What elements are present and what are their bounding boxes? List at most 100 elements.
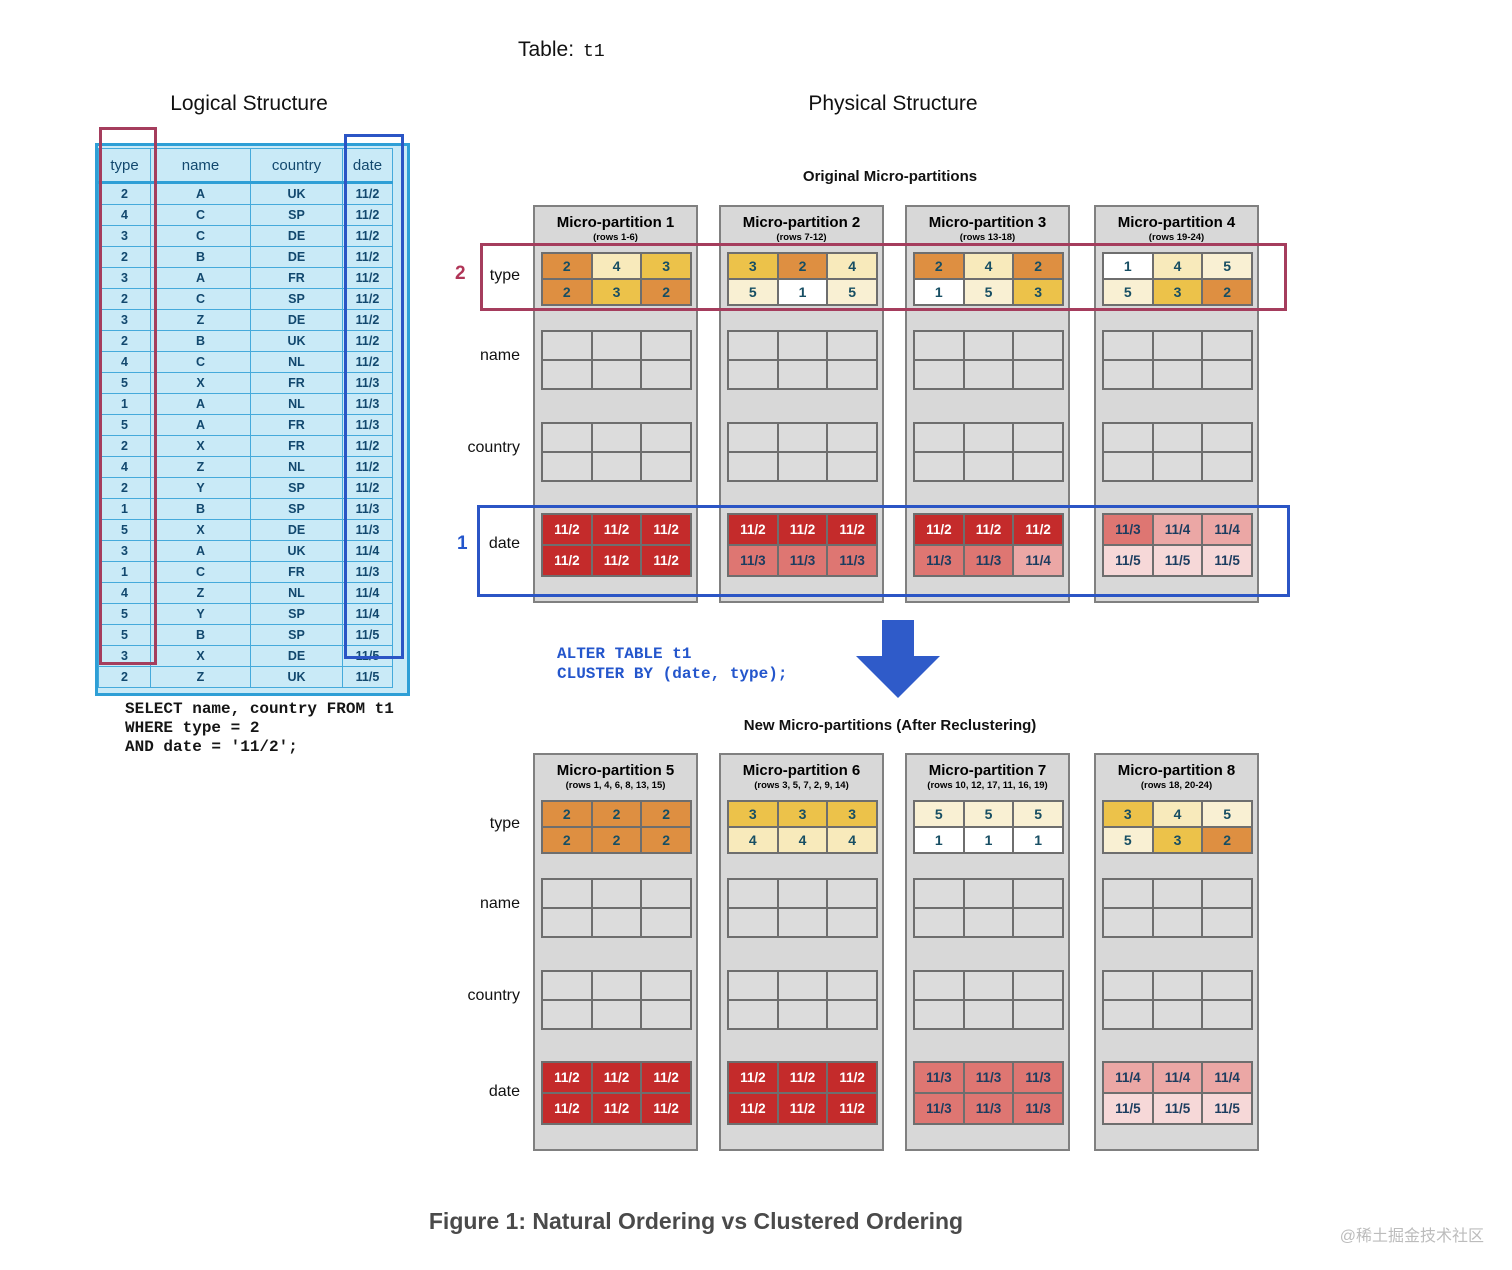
empty-cell <box>543 972 591 999</box>
table-cell: 5 <box>98 519 151 541</box>
type-cell: 5 <box>1104 828 1152 852</box>
table-cell: 11/3 <box>342 519 393 541</box>
type-cell: 3 <box>729 802 777 826</box>
empty-cell <box>642 909 690 936</box>
table-cell: SP <box>250 477 343 499</box>
table-cell: 3 <box>98 225 151 247</box>
type-cell: 2 <box>1203 280 1251 304</box>
country-grid <box>913 970 1064 1030</box>
date-cell: 11/3 <box>1014 1063 1062 1092</box>
empty-cell <box>828 453 876 480</box>
empty-cell <box>543 1001 591 1028</box>
date-cell: 11/3 <box>828 546 876 575</box>
table-cell: B <box>150 498 251 520</box>
partition-rows-label: (rows 13-18) <box>959 232 1016 243</box>
table-cell: DE <box>250 519 343 541</box>
table-cell: 4 <box>98 582 151 604</box>
micro-partition: Micro-partition 7(rows 10, 12, 17, 11, 1… <box>905 753 1070 1151</box>
table-cell: 5 <box>98 414 151 436</box>
empty-cell <box>964 424 1013 451</box>
date-cell: 11/4 <box>1104 1063 1152 1092</box>
name-grid <box>541 878 692 938</box>
empty-cell <box>1014 361 1062 388</box>
empty-cell <box>964 332 1013 359</box>
table-cell: NL <box>250 351 343 373</box>
type-cell: 3 <box>1014 280 1062 304</box>
table-cell: UK <box>250 330 343 352</box>
figure-caption: Figure 1: Natural Ordering vs Clustered … <box>428 1208 964 1234</box>
table-cell: UK <box>250 666 343 688</box>
column-header-name: name <box>150 148 251 184</box>
partition-title: Micro-partition 6 <box>742 762 861 779</box>
type-cell: 4 <box>828 254 876 278</box>
name-grid <box>913 330 1064 390</box>
date-cell: 11/3 <box>729 546 777 575</box>
empty-cell <box>778 972 827 999</box>
table-cell: 11/2 <box>342 288 393 310</box>
empty-cell <box>1153 453 1202 480</box>
table-cell: 11/2 <box>342 204 393 226</box>
date-cell: 11/4 <box>1203 515 1251 544</box>
table-cell: A <box>150 182 251 205</box>
table-cell: NL <box>250 582 343 604</box>
table-cell: C <box>150 225 251 247</box>
sql-line: ALTER TABLE t1 <box>557 645 692 663</box>
date-cell: 11/3 <box>964 546 1013 575</box>
type-cell: 1 <box>915 828 963 852</box>
type-cell: 3 <box>592 280 641 304</box>
date-cell: 11/2 <box>778 1063 827 1092</box>
type-cell: 3 <box>828 802 876 826</box>
empty-cell <box>1014 972 1062 999</box>
table-cell: Z <box>150 309 251 331</box>
table-cell: C <box>150 204 251 226</box>
empty-cell <box>915 880 963 907</box>
empty-cell <box>1153 1001 1202 1028</box>
table-name: t1 <box>583 42 605 62</box>
empty-cell <box>1104 453 1152 480</box>
table-cell: UK <box>250 540 343 562</box>
table-cell: NL <box>250 393 343 415</box>
empty-cell <box>1203 880 1251 907</box>
empty-cell <box>828 972 876 999</box>
partition-title: Micro-partition 2 <box>742 214 861 231</box>
table-cell: Z <box>150 456 251 478</box>
date-cell: 11/2 <box>543 1094 591 1123</box>
table-cell: 1 <box>98 561 151 583</box>
table-cell: Z <box>150 666 251 688</box>
date-cell: 11/4 <box>1203 1063 1251 1092</box>
table-cell: 11/5 <box>342 624 393 646</box>
empty-cell <box>1153 424 1202 451</box>
type-cell: 2 <box>642 280 690 304</box>
date-cell: 11/3 <box>1014 1094 1062 1123</box>
partition-title: Micro-partition 4 <box>1117 214 1236 231</box>
table-cell: FR <box>250 267 343 289</box>
empty-cell <box>1203 453 1251 480</box>
column-header-type: type <box>98 148 151 184</box>
table-cell: DE <box>250 246 343 268</box>
table-cell: 11/2 <box>342 246 393 268</box>
table-cell: 11/4 <box>342 582 393 604</box>
date-cell: 11/2 <box>592 1094 641 1123</box>
empty-cell <box>1104 361 1152 388</box>
type-cell: 2 <box>543 802 591 826</box>
empty-cell <box>1104 972 1152 999</box>
